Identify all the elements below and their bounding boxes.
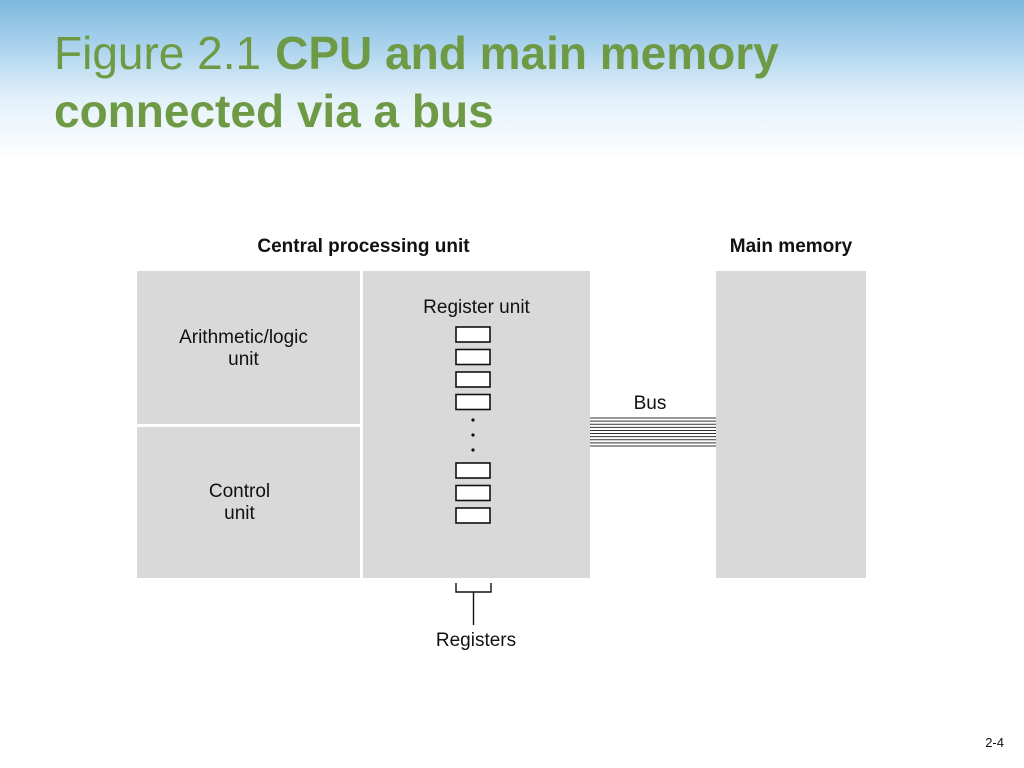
register-cell [455,393,491,411]
control-unit-label: Control unit [208,481,271,524]
alu-box [137,271,360,424]
figure-caption: CPU and main memory connected via a bus [54,27,779,137]
cpu-heading: Central processing unit [257,236,470,257]
page-number: 2-4 [985,735,1004,750]
bus-label: Bus [633,393,667,414]
ellipsis-dot [471,418,475,422]
register-stack [455,326,491,524]
register-cell [455,484,491,502]
ellipsis-dot [471,448,475,452]
bus-lines [590,417,716,447]
control-unit-box [137,427,360,578]
alu-label: Arithmetic/logic unit [179,327,308,370]
ellipsis-dot [471,433,475,437]
bracket-shape [455,583,492,593]
memory-heading: Main memory [729,236,853,257]
register-ellipsis [471,418,475,452]
register-cell [455,371,491,388]
figure-label: Figure 2.1 [54,27,262,79]
register-cell [455,507,491,524]
registers-bracket [455,583,492,625]
register-unit-box [363,271,590,578]
register-cell [455,462,491,479]
main-memory-box [716,271,866,578]
registers-label: Registers [435,630,517,651]
register-cell [455,326,491,343]
register-unit-label: Register unit [423,297,530,318]
header-band [0,0,1024,160]
register-cell [455,348,491,366]
